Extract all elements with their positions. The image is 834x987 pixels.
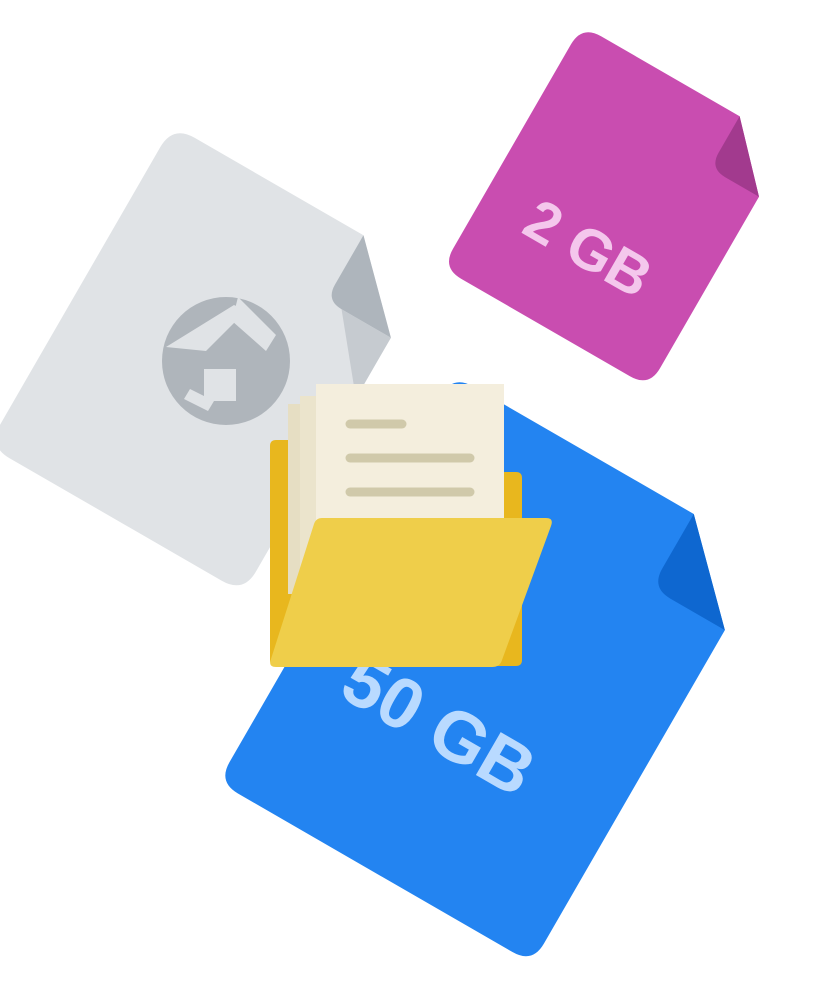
folder-front: [270, 518, 552, 667]
generic-file-fold: [331, 235, 391, 338]
small-file-icon: 2 GB: [448, 32, 759, 381]
small-file-body: [448, 32, 759, 381]
generic-file-fold-shadow: [341, 309, 391, 399]
large-file-icon: 50 GB: [225, 382, 725, 957]
large-file-fold: [658, 513, 725, 631]
small-file-fold: [715, 116, 759, 197]
folder-icon: [270, 384, 552, 667]
aperture-emblem-cutout: [166, 297, 276, 411]
large-file-body: [225, 382, 725, 957]
aperture-emblem-icon: [162, 297, 290, 425]
